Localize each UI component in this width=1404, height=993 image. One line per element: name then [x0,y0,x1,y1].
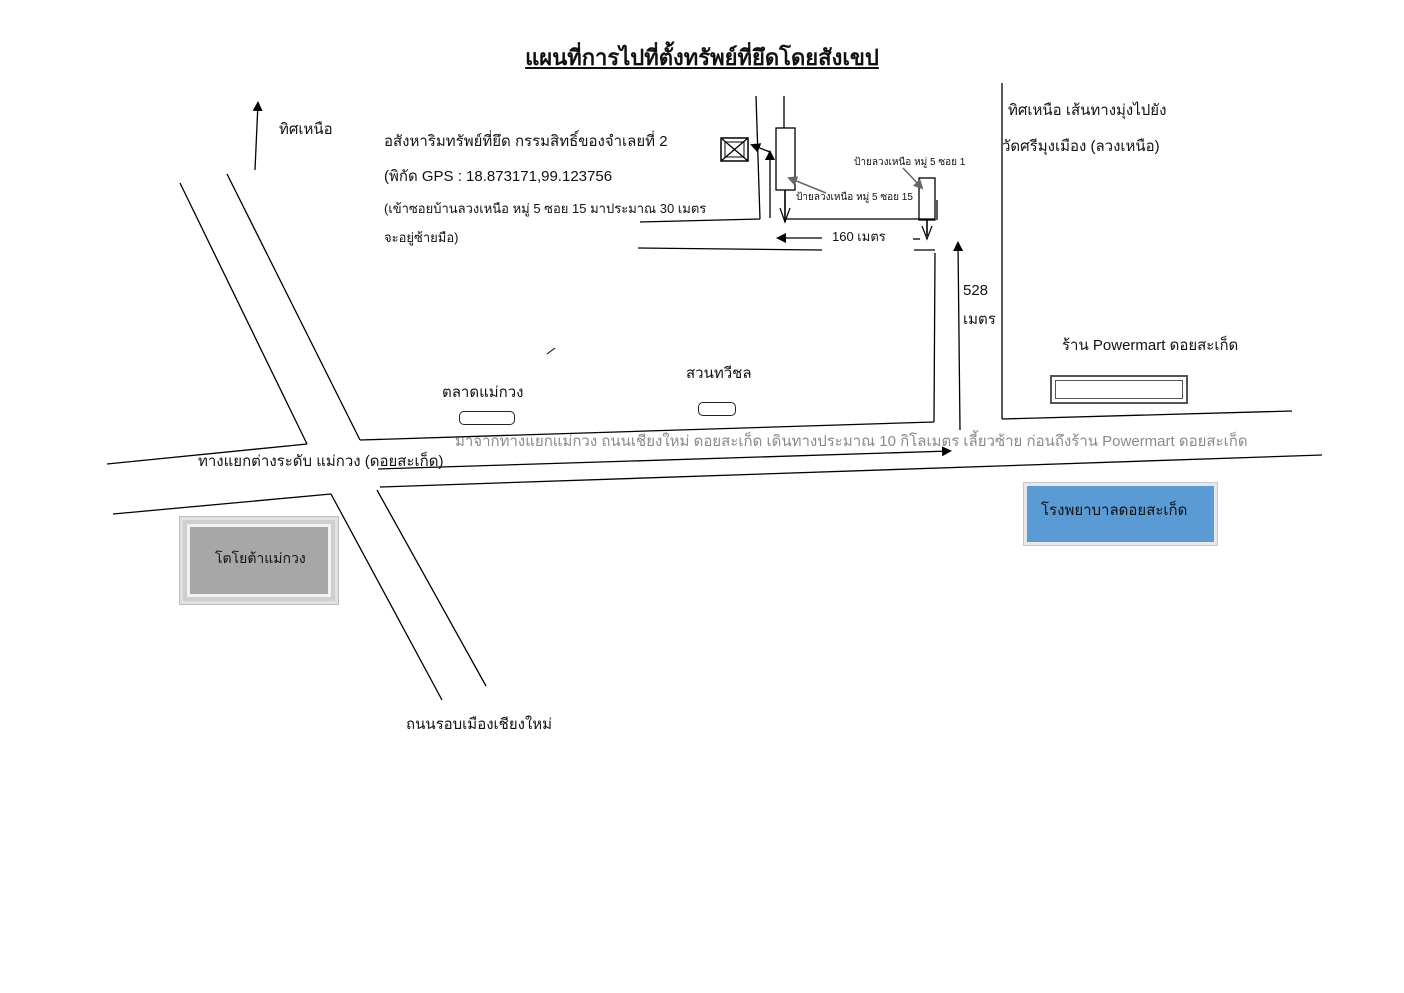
interchange-label: ทางแยกต่างระดับ แม่กวง (ดอยสะเก็ด) [198,453,444,470]
side-road-left-edge [933,252,936,423]
ring-road-upper-left-edge [179,182,308,445]
main-road-top-mid [359,421,935,441]
market-building [459,411,515,425]
distance-528-unit: เมตร [963,311,996,328]
toyota-building: โตโยต้าแม่กวง [180,517,338,604]
arrow-left-to-property [750,143,771,153]
ring-road-lower-left-edge [330,493,443,701]
stray-mark [546,347,556,355]
property-line3: (เข้าซอยบ้านลวงเหนือ หมู่ 5 ซอย 15 มาประ… [384,201,707,216]
property-gps: (พิกัด GPS : 18.873171,99.123756 [384,168,613,185]
ring-road-lower-right-edge [376,489,487,687]
garden-building [698,402,736,416]
powermart-label: ร้าน Powermart ดอยสะเก็ด [1062,337,1239,354]
sign-soi1 [918,177,936,221]
soi-road-top-left [639,218,761,223]
north-route-line2: วัดศรีมุงเมือง (ลวงเหนือ) [1002,138,1160,155]
north-arrow [252,101,263,171]
hospital-building: โรงพยาบาลดอยสะเก็ด [1024,483,1217,545]
main-road-top-left [106,443,308,465]
distance-160: 160 เมตร [832,229,886,244]
arrow-528m-up [953,241,964,431]
powermart-building [1050,375,1188,404]
property-line4: จะอยู่ซ้ายมือ) [384,230,459,245]
north-route-line1: ทิศเหนือ เส้นทางมุ่งไปยัง [1008,102,1167,119]
pointer-soi15 [787,176,827,194]
main-road-bottom-right [379,454,1323,488]
toyota-label: โตโยต้าแม่กวง [215,550,306,566]
arrow-main-road-east [377,446,952,470]
ring-road-label: ถนนรอบเมืองเชียงใหม่ [406,716,553,733]
sign-soi15-label: ป้ายลวงเหนือ หมู่ 5 ซอย 15 [796,192,913,203]
main-road-top-right [1001,410,1293,420]
soi-road-bottom [637,247,823,251]
sign-soi1-label: ป้ายลวงเหนือ หมู่ 5 ซอย 1 [854,157,966,168]
map-title: แผนที่การไปที่ตั้งทรัพย์ที่ยึดโดยสังเขป [525,45,879,71]
sign-soi15 [775,127,796,191]
directions-text: มาจากทางแยกแม่กวง ถนนเชียงใหม่ ดอยสะเก็ด… [455,433,1248,450]
hospital-label: โรงพยาบาลดอยสะเก็ด [1041,502,1188,519]
main-road-bottom-left [112,493,332,515]
garden-label: สวนทวีชล [686,365,752,382]
soi15-lane-left [755,95,761,220]
ring-road-upper-right-edge [226,173,361,441]
market-label: ตลาดแม่กวง [442,384,524,401]
property-line1: อสังหาริมทรัพย์ที่ยึด กรรมสิทธิ์ของจำเลย… [384,133,668,150]
distance-528: 528 [963,282,989,299]
property-marker [720,137,749,162]
north-label: ทิศเหนือ [279,121,333,138]
pointer-soi1 [902,167,924,190]
